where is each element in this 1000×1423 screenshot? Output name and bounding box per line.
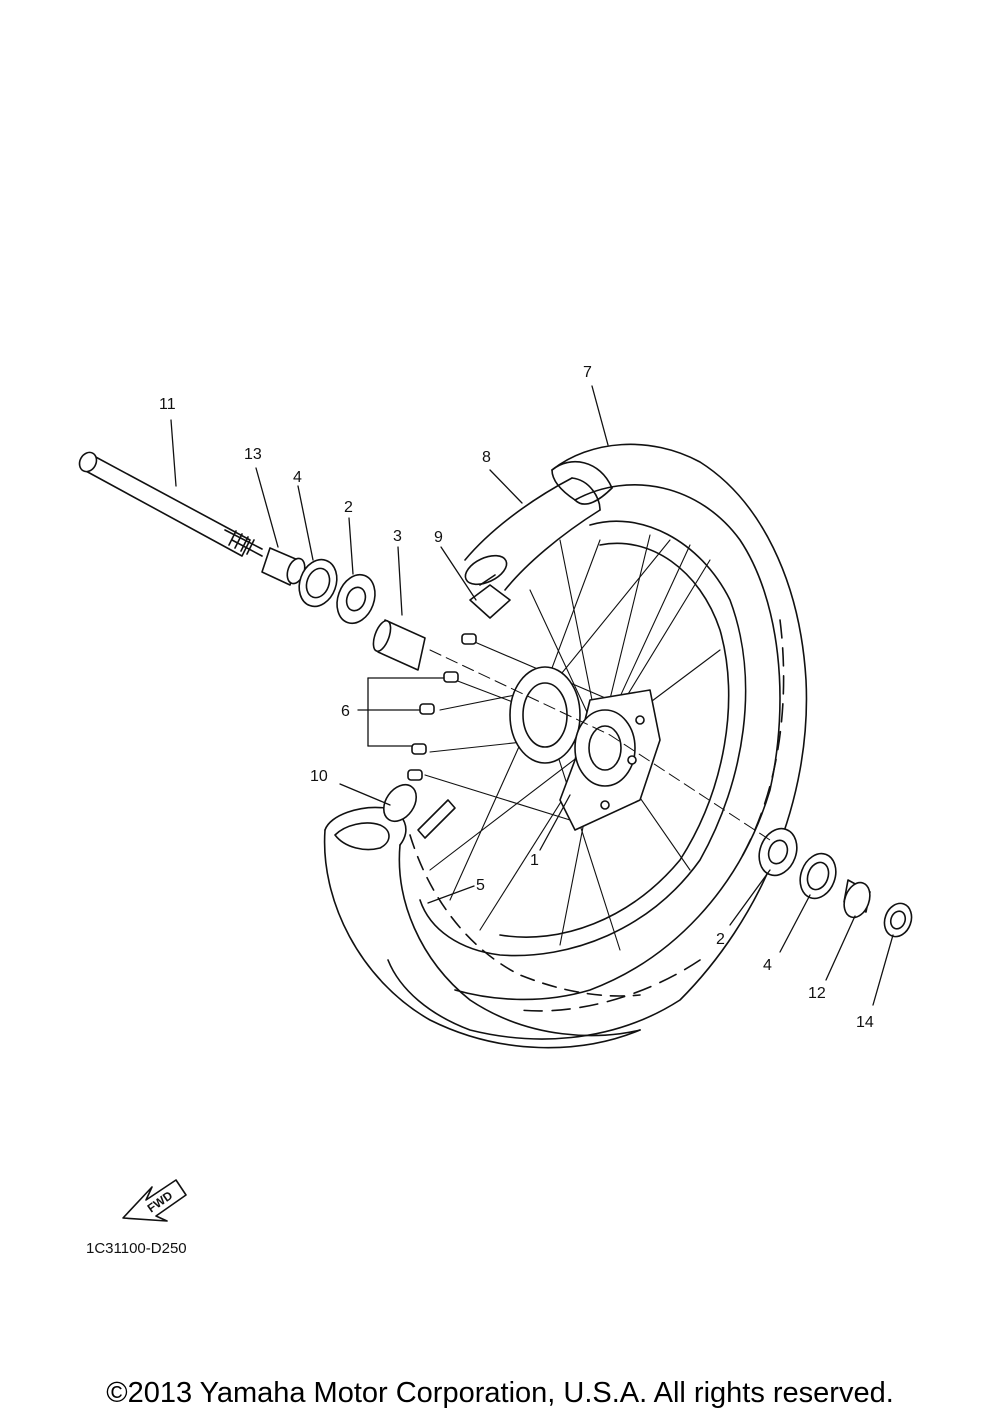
collar-right xyxy=(843,879,871,919)
bearing-left xyxy=(336,573,376,625)
callout-11: 11 xyxy=(159,396,176,413)
callout-5: 5 xyxy=(476,877,485,894)
axle xyxy=(78,451,263,557)
copyright-notice: ©2013 Yamaha Motor Corporation, U.S.A. A… xyxy=(106,1377,894,1409)
callout-10: 10 xyxy=(310,768,328,785)
callout-4-right: 4 xyxy=(763,957,772,974)
callout-8: 8 xyxy=(482,449,491,466)
callout-12: 12 xyxy=(808,985,826,1002)
callout-13: 13 xyxy=(244,446,262,463)
leader-lines xyxy=(170,385,894,1006)
tube xyxy=(464,477,601,591)
spacer xyxy=(372,619,426,671)
bearing-right xyxy=(758,827,798,877)
rim-band xyxy=(323,806,641,1049)
oil-seal-left xyxy=(298,558,338,608)
callout-3: 3 xyxy=(393,528,402,545)
fwd-arrow xyxy=(122,1179,187,1222)
callouts: 1 2 2 3 4 4 5 6 7 8 9 10 11 12 13 14 FWD xyxy=(145,364,874,1215)
callout-9: 9 xyxy=(434,529,443,546)
callout-14: 14 xyxy=(856,1014,874,1031)
hub xyxy=(509,666,661,831)
callout-2-right: 2 xyxy=(716,931,725,948)
part-code: 1C31100-D250 xyxy=(86,1240,187,1257)
oil-seal-right xyxy=(799,852,837,900)
rim xyxy=(419,520,747,957)
callout-2-left: 2 xyxy=(344,499,353,516)
callout-7: 7 xyxy=(583,364,592,381)
callout-4-left: 4 xyxy=(293,469,302,486)
spoke-nipples xyxy=(407,633,477,781)
valve-stem xyxy=(382,783,456,839)
collar xyxy=(261,547,306,586)
axle-nut xyxy=(883,902,913,938)
callout-1: 1 xyxy=(530,852,539,869)
axis-centerline xyxy=(429,649,771,841)
valve xyxy=(469,574,511,619)
callout-6: 6 xyxy=(341,703,350,720)
